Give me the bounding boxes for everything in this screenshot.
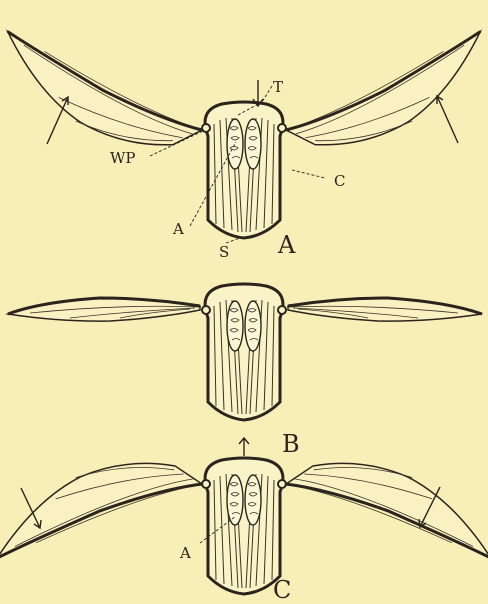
panel-a-left-wing [8, 15, 203, 158]
label-c: C [334, 172, 345, 190]
panel-a-letter: A [277, 231, 296, 259]
panel-c-right-wing [284, 434, 488, 597]
panel-c-letter: C [273, 576, 291, 604]
panel-c: A C [0, 434, 488, 604]
panel-c-left-wing [0, 434, 204, 597]
panel-a-right-wing [285, 15, 480, 158]
arrow-up-icon [239, 438, 249, 456]
panel-c-thorax [202, 458, 286, 594]
label-s: S [219, 243, 229, 261]
panel-a: WP T A C S A [8, 15, 481, 261]
label-a: A [172, 220, 184, 238]
panel-b-letter: B [282, 430, 300, 458]
panel-b: B [8, 284, 482, 458]
panel-b-left-wing [8, 298, 200, 321]
panel-b-right-wing [288, 298, 482, 321]
arrow-up-right-icon [437, 96, 458, 143]
label-wp: WP [110, 149, 136, 167]
panel-a-thorax [202, 102, 286, 238]
panel-b-thorax [202, 284, 286, 420]
label-t: T [273, 78, 283, 96]
label-c-a: A [179, 544, 191, 562]
